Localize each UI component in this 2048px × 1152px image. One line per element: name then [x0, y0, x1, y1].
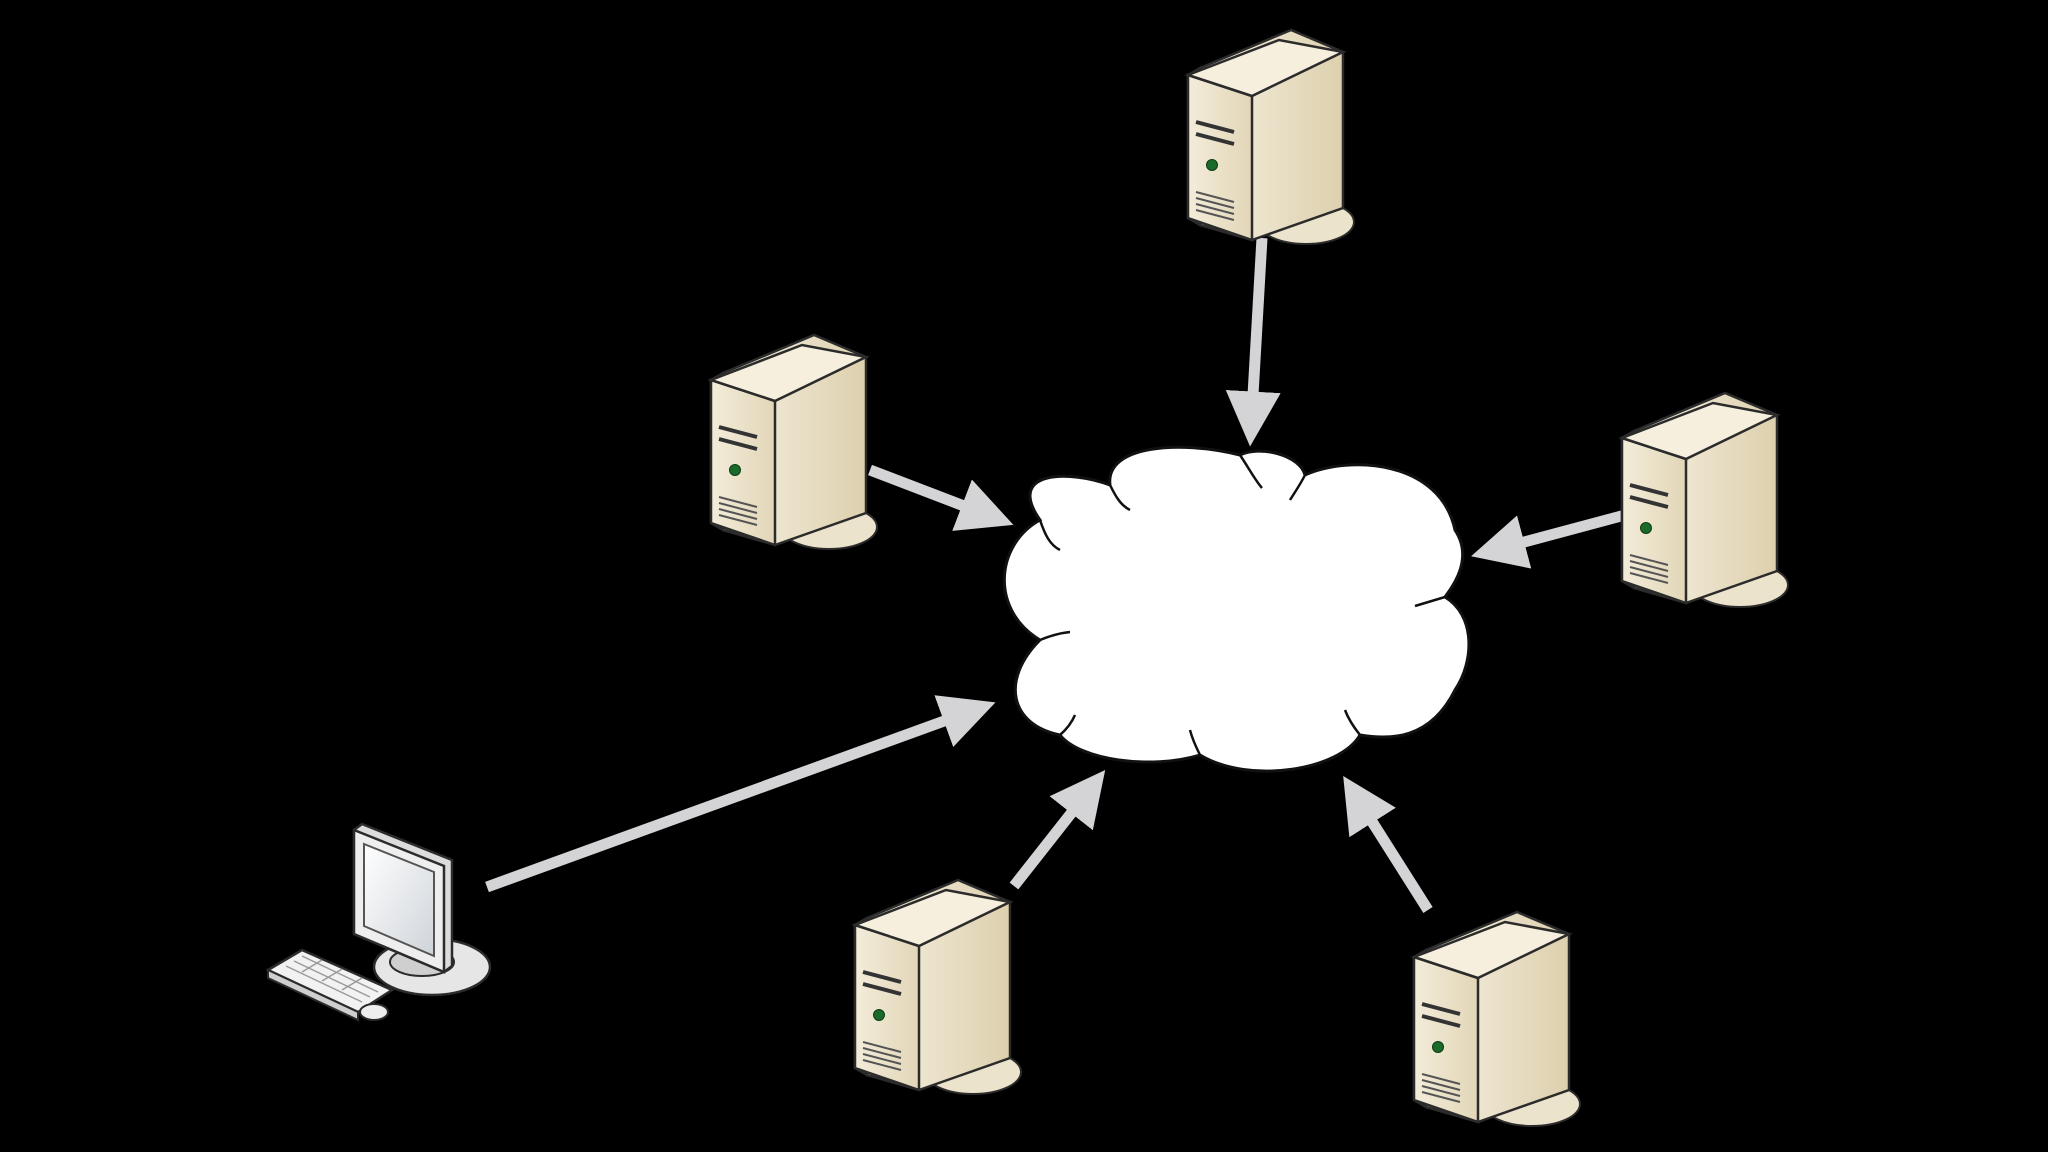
server-tower-icon: [853, 878, 1023, 1096]
cloud-icon: [1002, 445, 1471, 773]
server-tower-icon: [1412, 910, 1582, 1128]
server-top: [1186, 28, 1356, 246]
server-tower-icon: [1186, 28, 1356, 246]
arrow-workstation: [485, 695, 996, 893]
server-left: [709, 333, 879, 551]
connection-arrows: [485, 237, 1627, 913]
arrow-server-right: [1471, 509, 1627, 569]
arrow-server-bottom-right: [1343, 776, 1433, 913]
server-bottom-left: [853, 878, 1023, 1096]
server-tower-icon: [1620, 391, 1790, 609]
server-bottom-right: [1412, 910, 1582, 1128]
arrow-server-bottom-left: [1009, 770, 1106, 890]
arrow-server-top: [1225, 237, 1281, 447]
server-tower-icon: [709, 333, 879, 551]
arrow-server-left: [868, 464, 1014, 531]
server-right: [1620, 391, 1790, 609]
desktop-computer-icon: [265, 822, 492, 1022]
workstation: [265, 822, 492, 1022]
